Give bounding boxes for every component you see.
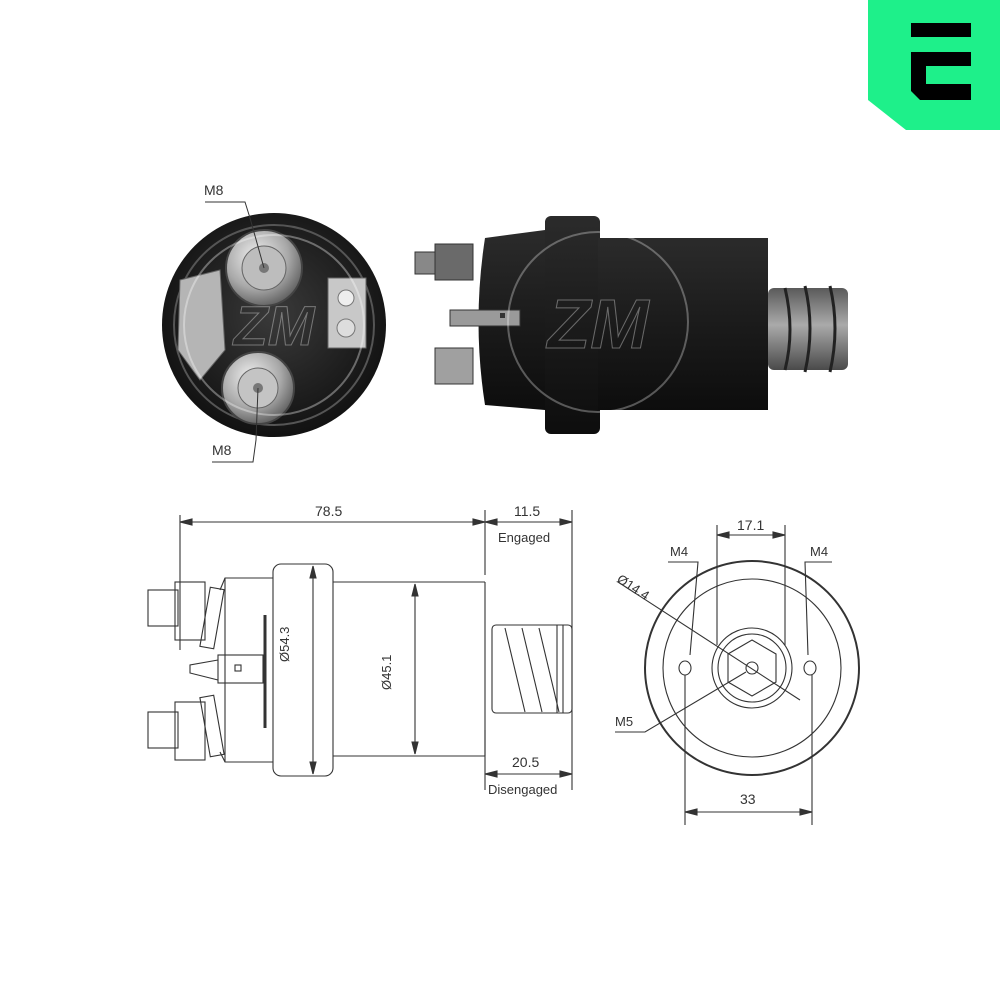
watermark-text-side: ZM <box>545 285 650 363</box>
right-thread-label: M4 <box>810 544 829 559</box>
disengaged-stroke-dim: 20.5 <box>512 754 540 770</box>
engaged-stroke-dim: 11.5 <box>514 503 541 519</box>
end-view-photo: ZM M8 M8 <box>150 170 410 470</box>
watermark-text: ZM <box>232 294 316 357</box>
brand-logo <box>868 0 1000 130</box>
brand-logo-icon <box>868 0 1000 130</box>
side-view-photo: ZM <box>400 200 870 450</box>
left-thread-label: M4 <box>670 544 689 559</box>
flange-diameter-dim: Ø54.3 <box>277 626 292 662</box>
end-technical-drawing: 17.1 M4 M4 Ø14.4 M5 33 <box>600 500 870 830</box>
body-diameter-dim: Ø45.1 <box>379 654 394 690</box>
center-spacing-dim: 17.1 <box>737 517 765 533</box>
disengaged-label: Disengaged <box>488 782 558 797</box>
center-thread-label: M5 <box>615 714 634 729</box>
bottom-terminal-label: M8 <box>212 442 232 458</box>
hole-spacing-dim: 33 <box>740 791 756 807</box>
top-terminal-label: M8 <box>204 182 224 198</box>
overall-length-dim: 78.5 <box>315 503 343 519</box>
side-technical-drawing: 78.5 11.5 Engaged 20.5 Disengaged Ø54.3 … <box>130 490 600 810</box>
engaged-label: Engaged <box>498 530 551 545</box>
